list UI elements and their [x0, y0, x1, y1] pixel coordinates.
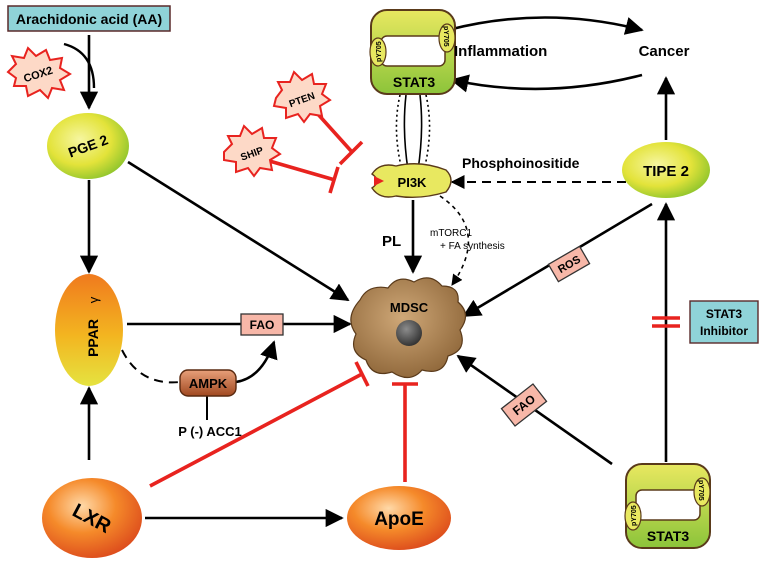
stat3-top-py705-left: pY705 [376, 41, 383, 62]
stat3-inhibitor-line1: STAT3 [706, 307, 743, 321]
stat3-top-py705-right: pY705 [442, 26, 449, 47]
dashed-arrows [121, 175, 626, 384]
inhibit-lxr-mdsc [149, 372, 363, 488]
arrow-pge2-to-mdsc [127, 160, 350, 302]
aa-label: Arachidonic acid (AA) [16, 11, 162, 27]
inflammation-label: Inflammation [454, 43, 547, 60]
aa-node: Arachidonic acid (AA) [7, 5, 171, 32]
stat3-bottom-py705-right: pY705 [697, 480, 704, 501]
lxr-node: LXR [42, 478, 142, 558]
tipe2-node: TIPE 2 [622, 142, 710, 198]
fao-left-box: FAO [240, 313, 284, 336]
ampk-label: AMPK [189, 376, 228, 391]
apoe-node: ApoE [347, 486, 451, 550]
link-ppar-ampk [121, 349, 181, 384]
pacc1-label: P (-) ACC1 [178, 424, 242, 439]
inhibit-pten-pi3k-bar [338, 140, 364, 166]
stat3-pi3k-link [395, 94, 431, 171]
inhibit-ship-pi3k [265, 158, 336, 182]
arrow-stat3-to-cancer [447, 16, 644, 35]
arrow-pi3k-to-mdsc-dashed [439, 195, 470, 286]
mdsc-nucleus [396, 320, 422, 346]
stat3-top-node: pY705 pY705 STAT3 [369, 9, 456, 95]
mdsc-node: MDSC [350, 277, 467, 379]
stat3-top-label: STAT3 [393, 74, 435, 90]
arrow-ampk-to-fao [235, 340, 278, 384]
inhibition-lines [149, 110, 680, 488]
mtorc1-label-line2: + FA synthesis [440, 241, 505, 252]
inhibit-pten-pi3k [314, 110, 354, 154]
cox2-curve [63, 42, 96, 89]
apoe-label: ApoE [374, 509, 424, 530]
fao-left-label: FAO [250, 318, 275, 332]
pl-label: PL [382, 233, 401, 250]
pten-node: PTEN [272, 70, 332, 124]
inhibit-ship-pi3k-bar [328, 166, 340, 194]
activation-arrows [79, 16, 676, 528]
stat3-inhibitor-box: STAT3 Inhibitor [689, 300, 759, 344]
mtorc1-label-line1: mTORC1 [430, 228, 472, 239]
ppar-label: PPAR [85, 319, 101, 357]
arrow-cancer-to-stat3 [450, 73, 643, 93]
stat3-inhibitor-line2: Inhibitor [700, 324, 748, 338]
pi3k-label: PI3K [398, 175, 428, 190]
ampk-node: AMPK [179, 369, 237, 397]
stat3-bottom-label: STAT3 [647, 528, 689, 544]
phosphoinositide-label: Phosphoinositide [462, 155, 580, 171]
cancer-label: Cancer [639, 43, 690, 60]
ship-node: SHIP [223, 124, 282, 178]
ros-box: ROS [547, 245, 591, 283]
tipe2-label: TIPE 2 [643, 163, 689, 180]
inhibit-lxr-mdsc-bar [354, 361, 370, 387]
pge2-node: PGE 2 [47, 113, 129, 179]
mdsc-label: MDSC [390, 300, 429, 315]
stat3-bottom-py705-left: pY705 [631, 505, 638, 526]
stat3-bottom-node: pY705 pY705 STAT3 [624, 463, 711, 549]
cox2-node: COX2 [6, 46, 72, 100]
pi3k-node: PI3K [371, 163, 452, 199]
ppar-gamma-label: γ [86, 296, 101, 303]
ppar-node: PPAR γ [55, 274, 123, 386]
